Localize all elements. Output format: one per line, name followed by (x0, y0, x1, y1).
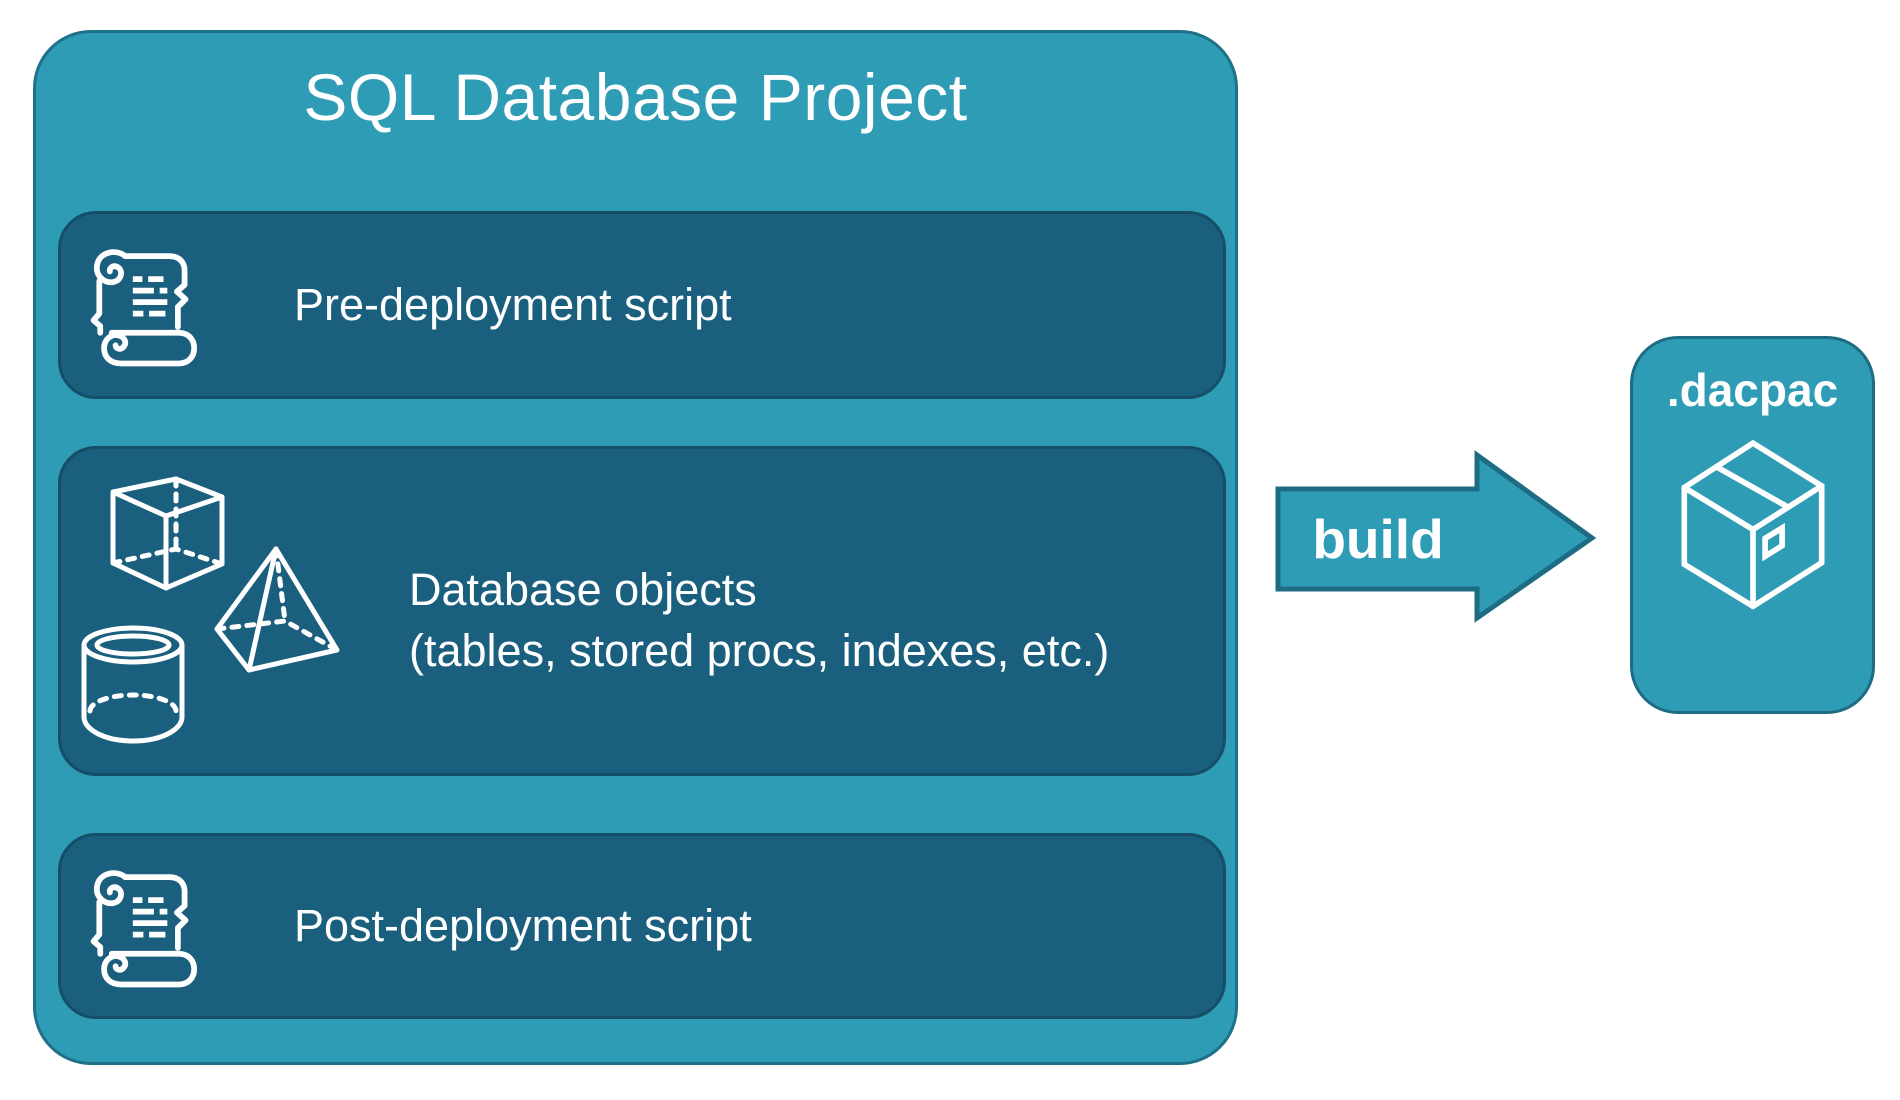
database-object-shapes (81, 476, 340, 744)
project-title: SQL Database Project (303, 60, 968, 134)
post-deployment-panel: Post-deployment script (58, 833, 1226, 1019)
cylinder-icon (81, 625, 185, 744)
dacpac-box: .dacpac (1630, 336, 1875, 714)
sql-database-project-box: SQL Database Project Pre-deployment scri… (33, 30, 1238, 1065)
build-arrow-shape (1275, 450, 1597, 623)
database-objects-label: Database objects (tables, stored procs, … (409, 559, 1109, 681)
pre-deployment-panel: Pre-deployment script (58, 211, 1226, 399)
scroll-icon (90, 249, 198, 367)
database-objects-label-line1: Database objects (409, 564, 757, 615)
cube-icon (110, 476, 225, 591)
database-objects-panel: Database objects (tables, stored procs, … (58, 446, 1226, 776)
package-icon (1680, 439, 1825, 610)
scroll-icon (90, 870, 198, 988)
post-deployment-label: Post-deployment script (294, 900, 752, 951)
pyramid-icon (214, 546, 340, 673)
build-arrow-label: build (1312, 508, 1444, 570)
pre-deployment-label: Pre-deployment script (294, 279, 732, 330)
dacpac-title: .dacpac (1666, 364, 1839, 416)
database-objects-label-line2: (tables, stored procs, indexes, etc.) (409, 625, 1110, 676)
build-arrow (1275, 450, 1597, 623)
